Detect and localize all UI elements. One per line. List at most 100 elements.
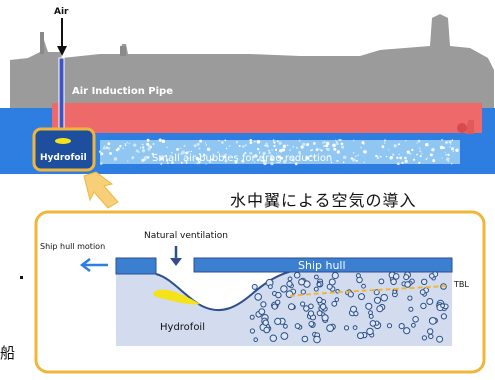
bubble-speck — [418, 161, 421, 164]
air-bubble — [275, 299, 281, 305]
air-bubble — [403, 274, 410, 281]
bubble-speck — [265, 144, 269, 148]
bubble-speck — [309, 154, 313, 158]
air-bubble — [288, 303, 295, 311]
bubble-speck — [228, 145, 231, 147]
bubble-speck — [296, 147, 298, 149]
air-bubble — [307, 310, 315, 317]
bubble-speck — [294, 162, 298, 166]
bubble-speck — [205, 163, 207, 165]
air-bubble — [408, 306, 414, 312]
edge-character: 船 — [0, 344, 16, 362]
bubble-speck — [277, 155, 281, 159]
air-bubble — [280, 285, 288, 293]
air-bubble — [294, 323, 301, 329]
detail-hydrofoil — [153, 289, 200, 305]
bubble-speck — [336, 150, 340, 154]
air-bubble — [313, 286, 319, 292]
bubble-texture — [98, 138, 459, 166]
edge-dot — [20, 276, 23, 279]
bubble-speck — [224, 139, 227, 142]
bubble-speck — [181, 150, 185, 154]
air-bubble — [373, 289, 380, 296]
air-bubble — [251, 283, 258, 290]
bubble-speck — [109, 152, 112, 155]
bubble-speck — [452, 150, 454, 152]
air-bubble — [319, 303, 327, 310]
bubble-speck — [363, 150, 367, 154]
bubble-speck — [450, 147, 454, 151]
bubble-speck — [431, 148, 435, 152]
bubble-speck — [292, 145, 295, 148]
air-bubble — [358, 293, 365, 301]
bubble-speck — [392, 153, 395, 156]
air-bubble — [429, 273, 435, 279]
bubble-speck — [281, 148, 286, 152]
air-bubble — [287, 276, 293, 282]
bubble-speck — [268, 151, 272, 155]
bubble-speck — [363, 161, 365, 163]
bubble-speck — [188, 157, 190, 159]
bubble-speck — [322, 142, 324, 144]
bubble-speck — [298, 139, 301, 142]
air-bubble — [343, 325, 350, 331]
bubble-speck — [323, 145, 326, 148]
bubble-speck — [343, 155, 347, 159]
air-bubble — [412, 316, 419, 323]
bubble-speck — [249, 152, 252, 154]
bubble-speck — [320, 149, 323, 152]
bubble-speck — [155, 153, 157, 156]
bubble-speck — [166, 159, 169, 162]
callout-arrow — [83, 171, 119, 209]
bubble-speck — [107, 147, 111, 150]
air-bubble — [404, 281, 411, 288]
bubble-speck — [445, 153, 448, 156]
bubble-speck — [404, 156, 407, 160]
air-bubble — [369, 320, 377, 327]
air-bubble — [357, 332, 364, 340]
bubble-speck — [258, 152, 261, 154]
bubble-speck — [350, 157, 353, 160]
bubble-speck — [279, 149, 283, 153]
air-bubble — [436, 335, 444, 343]
air-bubble — [368, 313, 374, 319]
hydrofoil-label-detail: Hydrofoil — [160, 322, 205, 333]
air-bubble — [301, 335, 309, 343]
bubble-speck — [146, 142, 150, 146]
bubble-speck — [98, 150, 102, 153]
detail-water — [116, 270, 452, 346]
bubble-speck — [262, 151, 266, 155]
bubble-speck — [429, 153, 433, 157]
bubble-speck — [283, 159, 287, 164]
air-bubble — [334, 297, 340, 302]
bubble-speck — [335, 139, 337, 141]
bubble-speck — [204, 142, 207, 144]
bubbles-label: Small air bubbles for drag reduction — [152, 153, 332, 164]
bubble-speck — [338, 138, 341, 142]
bubble-speck — [355, 155, 357, 157]
hull-bar-right — [193, 257, 453, 273]
hull-bar-left — [115, 257, 157, 275]
air-bubble — [326, 324, 335, 333]
air-label: Air — [54, 7, 69, 17]
bubble-speck — [404, 159, 408, 163]
air-bubble — [274, 317, 282, 325]
bubble-speck — [398, 153, 400, 155]
bubble-speck — [335, 142, 339, 146]
bubble-speck — [445, 141, 448, 144]
bubble-speck — [289, 149, 291, 151]
ventilation-arrow-head — [170, 258, 182, 266]
bubble-speck — [271, 149, 273, 151]
bubble-speck — [396, 156, 399, 159]
bubble-speck — [242, 145, 245, 148]
air-bubble — [421, 278, 428, 285]
bubble-speck — [397, 143, 400, 146]
bubble-speck — [113, 157, 118, 161]
air-bubble — [316, 282, 322, 287]
bubble-speck — [198, 153, 201, 155]
bubble-speck — [333, 147, 337, 151]
bubble-speck — [276, 140, 279, 143]
bubble-speck — [139, 147, 142, 149]
bubble-speck — [256, 140, 261, 144]
